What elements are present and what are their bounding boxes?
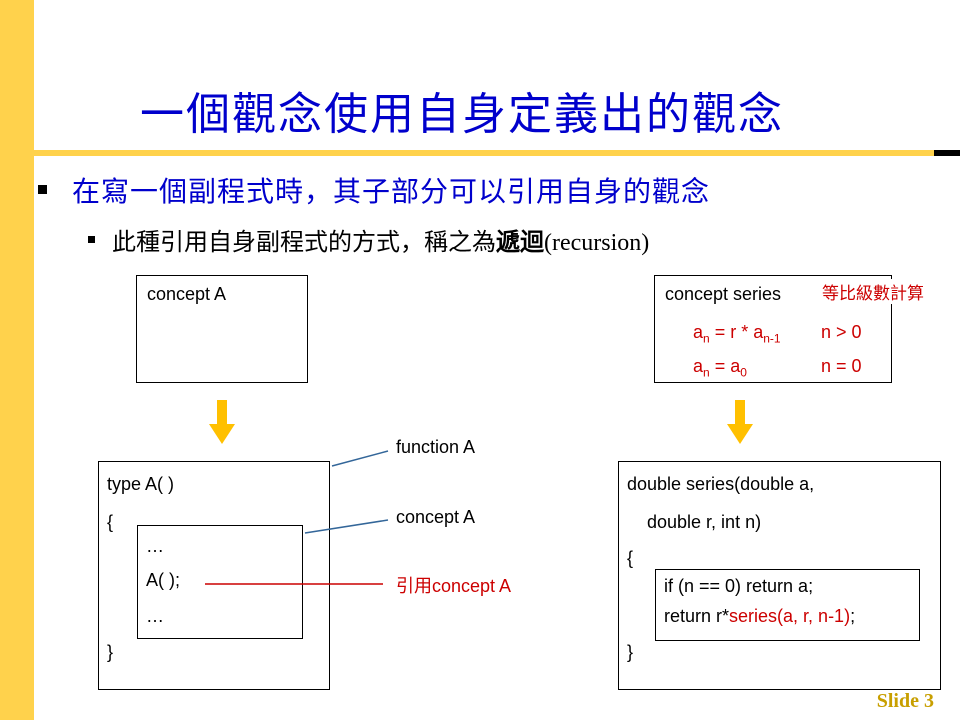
- code-recursive-call: series(a, r, n-1): [729, 606, 851, 626]
- slide-number: Slide 3: [876, 690, 934, 712]
- callout-function-a: function A: [396, 437, 476, 457]
- formula-expression: = r * a: [709, 322, 764, 342]
- formula-symbol: a: [693, 322, 704, 342]
- code-line: type A( ): [107, 474, 175, 494]
- bullet2-term: 遞迴: [496, 228, 544, 256]
- callout-ref-cn: 引用: [396, 576, 432, 596]
- bullet-level2: 此種引用自身副程式的方式，稱之為遞迴(recursion): [112, 222, 649, 257]
- geometric-series-note: 等比級數計算: [822, 279, 924, 304]
- code-line: double r, int n): [647, 512, 762, 532]
- formula-subscript: 0: [740, 365, 747, 380]
- code-ellipsis: …: [146, 536, 164, 556]
- left-accent-bar: [0, 0, 34, 720]
- code-close-brace: }: [627, 642, 634, 662]
- code-recursive-return: return r*series(a, r, n-1);: [664, 606, 855, 627]
- bullet2-latin: (recursion): [544, 230, 650, 256]
- callout-concept-a: concept A: [396, 507, 476, 527]
- formula-subscript: n: [703, 331, 710, 346]
- formula-base-condition: n = 0: [821, 356, 862, 376]
- formula-recursive-condition: n > 0: [821, 322, 862, 342]
- code-close-brace: }: [107, 642, 114, 662]
- callout-ref-en: concept A: [432, 576, 512, 596]
- code-ellipsis: …: [146, 606, 164, 626]
- down-arrow-icon: [727, 400, 753, 444]
- concept-a-inner-box: … A( ); …: [137, 525, 303, 639]
- series-body-inner-box: if (n == 0) return a; return r*series(a,…: [655, 569, 920, 641]
- slide-title: 一個觀念使用自身定義出的觀念: [140, 89, 784, 140]
- code-line: double series(double a,: [627, 474, 815, 494]
- title-underline-end: [934, 150, 960, 156]
- callout-reference-concept-a: 引用concept A: [396, 572, 511, 598]
- bullet-level1: 在寫一個副程式時，其子部分可以引用自身的觀念: [72, 175, 711, 208]
- code-text: return r*: [664, 606, 730, 626]
- formula-expression: = a: [709, 356, 741, 376]
- code-base-return: if (n == 0) return a;: [664, 576, 814, 596]
- bullet-square-icon: [88, 236, 95, 243]
- code-text: ;: [850, 606, 856, 626]
- code-open-brace: {: [627, 548, 634, 568]
- code-open-brace: {: [107, 512, 114, 532]
- code-recursive-call: A( );: [146, 570, 180, 590]
- concept-a-box: concept A: [136, 275, 308, 383]
- bullet2-text: 此種引用自身副程式的方式，稱之為: [112, 228, 496, 256]
- concept-series-label: concept series: [665, 284, 782, 304]
- formula-symbol: a: [693, 356, 704, 376]
- formula-recursive-case: an = r * an-1: [693, 322, 781, 346]
- formula-base-case: an = a0: [693, 356, 747, 380]
- bullet-square-icon: [38, 185, 47, 194]
- down-arrow-icon: [209, 400, 235, 444]
- title-underline: [34, 150, 934, 156]
- formula-subscript: n: [703, 365, 710, 380]
- formula-subscript: n-1: [763, 331, 781, 346]
- concept-a-label: concept A: [147, 284, 227, 304]
